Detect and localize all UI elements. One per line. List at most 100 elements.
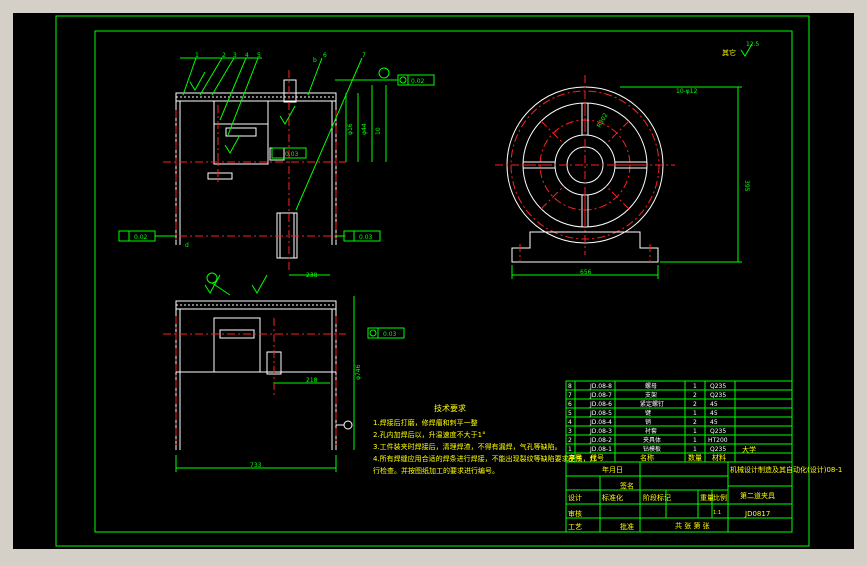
svg-text:键: 键 xyxy=(645,409,651,417)
svg-text:其它: 其它 xyxy=(722,48,736,57)
balloon-labels: 1 2 3 4 5 6 7 xyxy=(195,52,366,59)
product-title: 机械设计制造及其自动化(设计)08-1 xyxy=(730,465,842,474)
svg-text:行检查。并按图纸加工的要求进行编号。: 行检查。并按图纸加工的要求进行编号。 xyxy=(373,466,499,475)
svg-text:733: 733 xyxy=(250,462,262,469)
balloon-4: 4 xyxy=(245,52,249,59)
svg-text:1: 1 xyxy=(568,446,572,453)
svg-text:2.孔内加焊后以，升温速度不大于1°: 2.孔内加焊后以，升温速度不大于1° xyxy=(373,430,486,439)
svg-text:0.02: 0.02 xyxy=(134,234,148,241)
title-block: 8 JD.08-8 螺母 1 Q235 7 JD.08-7 支架 2 Q235 … xyxy=(565,380,842,533)
tech-requirements: 技术要求 1.焊接后打磨，修焊瘤和刺平一整 2.孔内加焊后以，升温速度不大于1°… xyxy=(373,403,597,475)
svg-text:1: 1 xyxy=(693,428,697,435)
svg-text:6: 6 xyxy=(568,401,572,408)
sheet-inner-frame xyxy=(94,30,793,533)
svg-text:JD.08-5: JD.08-5 xyxy=(589,410,612,417)
svg-text:Q235: Q235 xyxy=(710,392,726,399)
svg-text:φ746: φ746 xyxy=(355,364,362,380)
svg-text:代号: 代号 xyxy=(590,453,604,462)
svg-text:4: 4 xyxy=(568,419,572,426)
svg-text:JD.08-7: JD.08-7 xyxy=(589,392,612,399)
balloon-2: 2 xyxy=(222,52,226,59)
leader-lines xyxy=(180,57,363,211)
svg-text:2: 2 xyxy=(568,437,572,444)
balloon-6: 6 xyxy=(323,52,327,59)
svg-text:656: 656 xyxy=(580,269,592,276)
model-space xyxy=(13,13,854,549)
svg-text:φ16: φ16 xyxy=(347,123,354,135)
balloon-1: 1 xyxy=(195,52,199,59)
section-view-top xyxy=(163,70,346,270)
svg-text:夹具体: 夹具体 xyxy=(643,436,661,444)
svg-text:218: 218 xyxy=(306,377,318,384)
svg-text:45: 45 xyxy=(710,410,718,417)
svg-text:JD.08-6: JD.08-6 xyxy=(589,401,612,408)
end-view-circle: 656 395 10-φ12 R302 xyxy=(495,75,750,279)
svg-text:10-φ12: 10-φ12 xyxy=(676,88,698,95)
section-view-bottom: 218 φ746 733 xyxy=(163,296,362,472)
svg-text:紧定螺钉: 紧定螺钉 xyxy=(640,400,664,408)
svg-text:2: 2 xyxy=(693,392,697,399)
tolerance-frame-3: 0.02 xyxy=(118,230,176,242)
svg-text:395: 395 xyxy=(743,180,750,192)
svg-text:5: 5 xyxy=(568,410,572,417)
svg-text:重量: 重量 xyxy=(700,494,714,502)
drawing-number: JD0817 xyxy=(744,510,770,518)
svg-text:12.5: 12.5 xyxy=(746,41,760,48)
svg-text:238: 238 xyxy=(306,272,318,279)
balloon-7: 7 xyxy=(362,52,366,59)
svg-text:工艺: 工艺 xyxy=(568,523,582,531)
roughness-note: 其它 12.5 xyxy=(722,41,760,57)
svg-text:大学: 大学 xyxy=(742,445,756,454)
svg-text:JD.08-3: JD.08-3 xyxy=(589,428,612,435)
svg-text:JD.08-8: JD.08-8 xyxy=(589,383,612,390)
svg-text:标准化: 标准化 xyxy=(602,493,623,502)
svg-text:10: 10 xyxy=(375,127,382,135)
tech-req-title: 技术要求 xyxy=(434,403,466,413)
svg-text:销: 销 xyxy=(645,418,651,426)
drawing-name: 第二道夹具 xyxy=(740,491,775,500)
svg-text:45: 45 xyxy=(710,419,718,426)
svg-text:d: d xyxy=(185,242,189,249)
svg-text:阶段标记: 阶段标记 xyxy=(643,493,671,502)
roughness-symbols xyxy=(189,71,296,296)
svg-text:45: 45 xyxy=(710,401,718,408)
svg-text:0.03: 0.03 xyxy=(285,151,299,158)
svg-text:8: 8 xyxy=(568,383,572,390)
svg-text:设计: 设计 xyxy=(568,493,582,502)
svg-text:0.03: 0.03 xyxy=(359,234,373,241)
tolerance-frame-5: 0.03 xyxy=(367,327,405,339)
svg-text:1: 1 xyxy=(693,383,697,390)
svg-text:7: 7 xyxy=(568,392,572,399)
svg-text:JD.08-4: JD.08-4 xyxy=(589,419,612,426)
svg-text:4.所有焊缝应用合适的焊条进行焊接，不能出现裂纹等缺陷要求品: 4.所有焊缝应用合适的焊条进行焊接，不能出现裂纹等缺陷要求品质，焊 xyxy=(373,454,597,463)
svg-text:3: 3 xyxy=(568,428,572,435)
svg-text:1: 1 xyxy=(693,410,697,417)
svg-text:1.焊接后打磨，修焊瘤和刺平一整: 1.焊接后打磨，修焊瘤和刺平一整 xyxy=(373,418,478,427)
svg-text:1: 1 xyxy=(693,446,697,453)
svg-text:3.工件装夹时焊接后，清理焊渣，不得有漏焊，气孔等缺陷。: 3.工件装夹时焊接后，清理焊渣，不得有漏焊，气孔等缺陷。 xyxy=(373,442,562,451)
svg-text:1: 1 xyxy=(693,437,697,444)
balloon-3: 3 xyxy=(233,52,237,59)
svg-text:数量: 数量 xyxy=(688,453,702,462)
svg-text:衬套: 衬套 xyxy=(645,427,657,435)
balloon-5: 5 xyxy=(257,52,261,59)
tolerance-frame-4: 0.03 xyxy=(336,230,381,242)
svg-text:Q235: Q235 xyxy=(710,446,726,453)
parts-list: 8 JD.08-8 螺母 1 Q235 7 JD.08-7 支架 2 Q235 … xyxy=(568,382,728,462)
svg-text:年月日: 年月日 xyxy=(602,465,623,474)
svg-text:JD.08-2: JD.08-2 xyxy=(589,437,612,444)
svg-text:共 张 第 张: 共 张 第 张 xyxy=(675,521,710,530)
tolerance-frame-1: 0.02 xyxy=(335,67,435,86)
svg-text:审核: 审核 xyxy=(568,509,582,518)
svg-text:Q235: Q235 xyxy=(710,383,726,390)
svg-text:JD.08-1: JD.08-1 xyxy=(589,446,612,453)
svg-text:0.02: 0.02 xyxy=(411,78,425,85)
svg-text:序号: 序号 xyxy=(568,453,582,462)
svg-text:0.03: 0.03 xyxy=(383,331,397,338)
svg-text:2: 2 xyxy=(693,401,697,408)
svg-text:批准: 批准 xyxy=(620,522,634,531)
svg-text:名称: 名称 xyxy=(640,453,654,462)
svg-text:支架: 支架 xyxy=(645,391,657,399)
